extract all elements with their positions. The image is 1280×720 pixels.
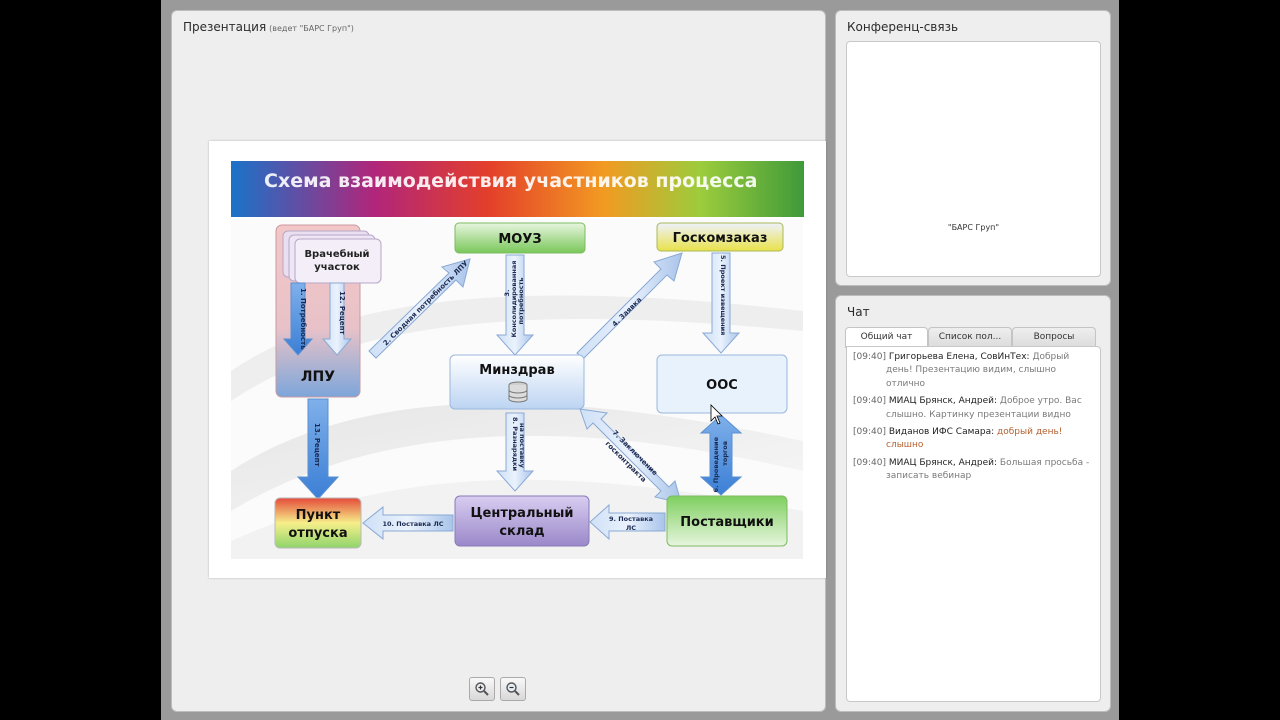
- presentation-panel: Презентация(ведет "БАРС Груп"): [171, 10, 826, 712]
- video-area[interactable]: "БАРС Груп": [846, 41, 1101, 277]
- message-author: МИАЦ Брянск, Андрей:: [888, 457, 998, 468]
- node-sklad-label-2: склад: [499, 524, 544, 539]
- zoom-out-button[interactable]: [500, 677, 526, 701]
- arrow-1-potrebnost: 1. Потребность: [282, 282, 314, 356]
- webinar-app: Презентация(ведет "БАРС Груп"): [161, 0, 1119, 720]
- message-time: [09:40]: [853, 427, 886, 438]
- arrow-6-label-1: 6. Проведение: [712, 436, 720, 492]
- chat-message: [09:40] Григорьева Елена, СовИнТех: Добр…: [853, 351, 1094, 391]
- node-goskomzakaz: Госкомзаказ: [656, 222, 784, 252]
- arrow-3-label-3: потребность: [517, 277, 525, 324]
- node-postavshiki: Поставщики: [666, 495, 788, 547]
- slide-heading: Схема взаимодействия участников процесса: [264, 170, 757, 192]
- arrow-5-label: 5. Проект извещения: [719, 255, 727, 335]
- conference-panel: Конференц-связь "БАРС Груп": [835, 10, 1111, 286]
- message-time: [09:40]: [853, 457, 886, 468]
- video-caption: "БАРС Груп": [947, 223, 1000, 232]
- message-time: [09:40]: [853, 352, 886, 362]
- message-text: добрый день! слышно: [886, 427, 1063, 451]
- tab-participants[interactable]: Список пол...: [928, 327, 1012, 347]
- node-mouz: МОУЗ: [454, 222, 586, 254]
- message-time: [09:40]: [853, 396, 886, 407]
- arrow-8-raznaryadki: 8. Разнарядки на поставку: [495, 412, 535, 492]
- presentation-slide: Схема взаимодействия участников процесса…: [209, 141, 826, 578]
- chat-message: [09:40] Виданов ИФС Самара: добрый день!…: [853, 426, 1094, 453]
- node-oos: ООС: [656, 354, 788, 414]
- presentation-panel-title: Презентация(ведет "БАРС Груп"): [183, 20, 354, 34]
- arrow-6-torgi: 6. Проведение торгов: [699, 414, 743, 496]
- arrow-12-recept: 12. Рецепт: [321, 282, 353, 356]
- conference-title: Конференц-связь: [847, 20, 959, 34]
- arrow-6-label-2: торгов: [721, 441, 729, 466]
- arrow-13-recept: 13. Рецепт: [296, 398, 340, 500]
- node-sklad-label-1: Центральный: [470, 506, 573, 521]
- node-vrach-label-2: участок: [314, 262, 360, 273]
- presentation-title: Презентация: [183, 20, 267, 34]
- presentation-host: (ведет "БАРС Груп"): [269, 24, 354, 33]
- node-mouz-label: МОУЗ: [498, 232, 541, 247]
- tab-general-chat[interactable]: Общий чат: [845, 327, 928, 348]
- node-postavshiki-label: Поставщики: [680, 515, 773, 530]
- arrow-3-label-2: Консолидированная: [510, 261, 518, 338]
- node-vrach-label-1: Врачебный: [304, 248, 369, 260]
- chat-panel: Чат Общий чат Список пол... Вопросы [09:…: [835, 295, 1111, 712]
- message-text: Большая просьба - записать вебинар: [886, 457, 1090, 482]
- arrow-8-label-2: на поставку: [518, 423, 526, 469]
- arrow-8-label-1: 8. Разнарядки: [511, 417, 519, 472]
- chat-title: Чат: [847, 305, 870, 319]
- node-punkt-otpuska: Пункт отпуска: [274, 497, 362, 549]
- node-minzdrav-label: Минздрав: [479, 363, 554, 378]
- arrow-10-label: 10. Поставка ЛС: [382, 520, 443, 528]
- node-oos-label: ООС: [706, 378, 738, 393]
- chat-message: [09:40] МИАЦ Брянск, Андрей: Большая про…: [853, 457, 1094, 484]
- message-author: МИАЦ Брянск, Андрей:: [888, 396, 998, 407]
- arrow-5-proekt: 5. Проект извещения: [701, 252, 741, 354]
- arrow-10-postavka: 10. Поставка ЛС: [362, 505, 454, 541]
- node-minzdrav: Минздрав: [449, 354, 585, 410]
- arrow-1-label: 1. Потребность: [299, 288, 307, 350]
- arrow-3-konsolid: 3. Консолидированная потребность: [495, 254, 535, 356]
- arrow-9-label-2: ЛС: [626, 524, 636, 532]
- arrow-12-label: 12. Рецепт: [338, 291, 346, 335]
- node-lpu: Врачебный участок ЛПУ: [275, 224, 382, 398]
- zoom-in-icon: [475, 682, 489, 696]
- slide-header: Схема взаимодействия участников процесса: [231, 161, 804, 217]
- node-goskomzakaz-label: Госкомзаказ: [673, 231, 768, 246]
- zoom-out-icon: [506, 682, 520, 696]
- chat-messages[interactable]: [09:40] Григорьева Елена, СовИнТех: Добр…: [846, 346, 1101, 702]
- message-text: Добрый день! Презентацию видим, слышно о…: [886, 352, 1070, 389]
- mouse-cursor-icon: [710, 404, 723, 425]
- node-punkt-label-1: Пункт: [296, 508, 341, 523]
- node-lpu-label: ЛПУ: [301, 369, 335, 385]
- chat-message: [09:40] МИАЦ Брянск, Андрей: Доброе утро…: [853, 395, 1094, 422]
- zoom-in-button[interactable]: [469, 677, 495, 701]
- arrow-9-label-1: 9. Поставка: [609, 515, 653, 523]
- node-centralny-sklad: Центральный склад: [454, 495, 590, 547]
- message-author: Виданов ИФС Самара:: [888, 427, 995, 438]
- message-author: Григорьева Елена, СовИнТех:: [888, 352, 1030, 362]
- process-diagram: Схема взаимодействия участников процесса…: [231, 161, 804, 559]
- arrow-13-label: 13. Рецепт: [313, 423, 321, 467]
- arrow-9-postavka: 9. Поставка ЛС: [589, 503, 666, 541]
- database-icon: [508, 381, 528, 403]
- tab-questions[interactable]: Вопросы: [1012, 327, 1096, 347]
- node-punkt-label-2: отпуска: [288, 526, 347, 541]
- arrow-3-label-1: 3.: [503, 290, 511, 297]
- message-text: Доброе утро. Вас слышно. Картинку презен…: [886, 396, 1082, 420]
